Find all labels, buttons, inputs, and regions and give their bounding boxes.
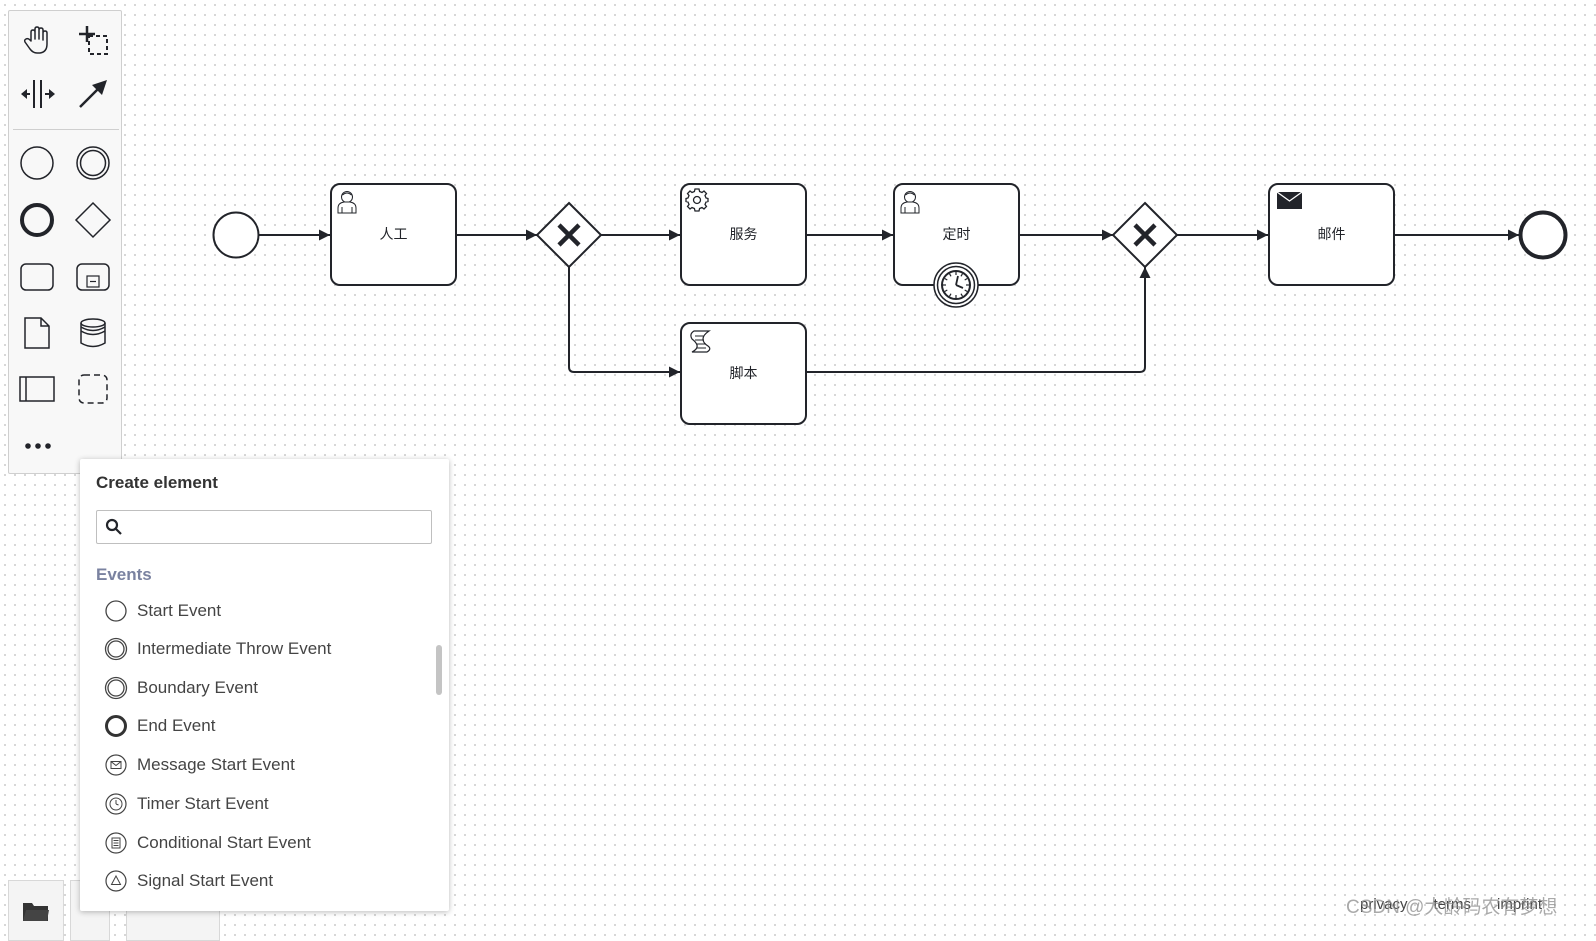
script-task[interactable]: 脚本 [680, 322, 807, 425]
exclusive-gateway-split[interactable] [535, 201, 603, 269]
group-header-events: Events [96, 565, 152, 584]
user-icon [900, 191, 920, 214]
footer-links: privacy terms imprint [1360, 896, 1542, 913]
task-label-mail: 邮件 [1318, 227, 1346, 243]
intermediate-event-icon[interactable] [73, 143, 113, 183]
entry-label: End Event [137, 716, 216, 735]
entry-label: Timer Start Event [137, 794, 269, 813]
search-icon [97, 518, 131, 536]
exclusive-gateway-join[interactable] [1111, 201, 1179, 269]
entry-label: Conditional Start Event [137, 833, 311, 852]
search-input[interactable] [131, 511, 431, 543]
gateway-icon[interactable] [73, 200, 113, 240]
popup-title: Create element [96, 473, 218, 492]
signal-start-event-icon [104, 869, 128, 893]
message-start-event-icon [104, 753, 128, 777]
entry-timer-start-event[interactable]: Timer Start Event [104, 788, 424, 820]
space-tool-icon[interactable] [18, 74, 58, 114]
flow-split-to-script[interactable] [568, 267, 680, 378]
start-event[interactable] [212, 211, 260, 259]
group-icon[interactable] [73, 369, 113, 409]
entry-signal-start-event[interactable]: Signal Start Event [104, 865, 424, 897]
subprocess-icon[interactable] [73, 257, 113, 297]
entry-label: Start Event [137, 601, 222, 620]
entry-end-event[interactable]: End Event [104, 710, 424, 742]
task-label-script: 脚本 [730, 366, 758, 382]
hand-tool-icon[interactable] [18, 20, 58, 60]
user-icon [337, 191, 357, 214]
folder-icon [23, 902, 49, 921]
entry-label: Boundary Event [137, 678, 258, 697]
flow-script-to-join[interactable] [806, 267, 1151, 373]
open-file-button[interactable] [8, 880, 64, 941]
task-label-manual: 人工 [380, 227, 408, 243]
end-event-icon[interactable] [17, 200, 57, 240]
timer-boundary-event[interactable] [933, 262, 979, 308]
connect-tool-icon[interactable] [73, 74, 113, 114]
envelope-icon [1276, 191, 1303, 209]
data-object-icon[interactable] [17, 313, 57, 353]
privacy-link[interactable]: privacy [1360, 896, 1408, 913]
popup-scrollbar[interactable] [436, 645, 442, 695]
more-icon[interactable] [18, 426, 58, 466]
terms-link[interactable]: terms [1433, 896, 1472, 913]
intermediate-throw-event-icon [104, 637, 128, 661]
start-event-icon [104, 599, 128, 623]
task-icon[interactable] [17, 257, 57, 297]
timer-start-event-icon [104, 792, 128, 816]
entry-boundary-event[interactable]: Boundary Event [104, 672, 424, 704]
create-element-popup: Create element Events Start Event Interm… [80, 459, 449, 911]
start-event-icon[interactable] [17, 143, 57, 183]
entry-start-event[interactable]: Start Event [104, 595, 424, 627]
gear-icon [685, 188, 709, 212]
user-task-timer[interactable]: 定时 [893, 183, 1020, 286]
imprint-link[interactable]: imprint [1497, 896, 1543, 913]
x-marker-icon [1133, 223, 1157, 247]
lasso-tool-icon[interactable] [73, 20, 113, 60]
user-task-manual[interactable]: 人工 [330, 183, 457, 286]
boundary-event-icon [104, 676, 128, 700]
watermark: CSDN @大龄码农有梦想 [1346, 897, 1558, 918]
conditional-start-event-icon [104, 831, 128, 855]
x-marker-icon [557, 223, 581, 247]
pool-icon[interactable] [17, 369, 57, 409]
data-store-icon[interactable] [73, 313, 113, 353]
entry-conditional-start-event[interactable]: Conditional Start Event [104, 827, 424, 859]
entry-label: Signal Start Event [137, 871, 274, 890]
search-box [96, 510, 432, 544]
task-label-service: 服务 [730, 227, 758, 243]
script-icon [690, 330, 711, 353]
end-event-icon [104, 714, 128, 738]
end-event[interactable] [1518, 210, 1568, 260]
service-task[interactable]: 服务 [680, 183, 807, 286]
palette-separator [13, 129, 119, 130]
send-task-mail[interactable]: 邮件 [1268, 183, 1395, 286]
clock-icon [941, 270, 971, 300]
task-label-timer: 定时 [943, 227, 971, 243]
entry-intermediate-throw-event[interactable]: Intermediate Throw Event [104, 633, 424, 665]
tool-palette [8, 10, 122, 474]
entry-label: Intermediate Throw Event [137, 639, 332, 658]
entry-label: Message Start Event [137, 755, 295, 774]
entry-message-start-event[interactable]: Message Start Event [104, 749, 424, 781]
